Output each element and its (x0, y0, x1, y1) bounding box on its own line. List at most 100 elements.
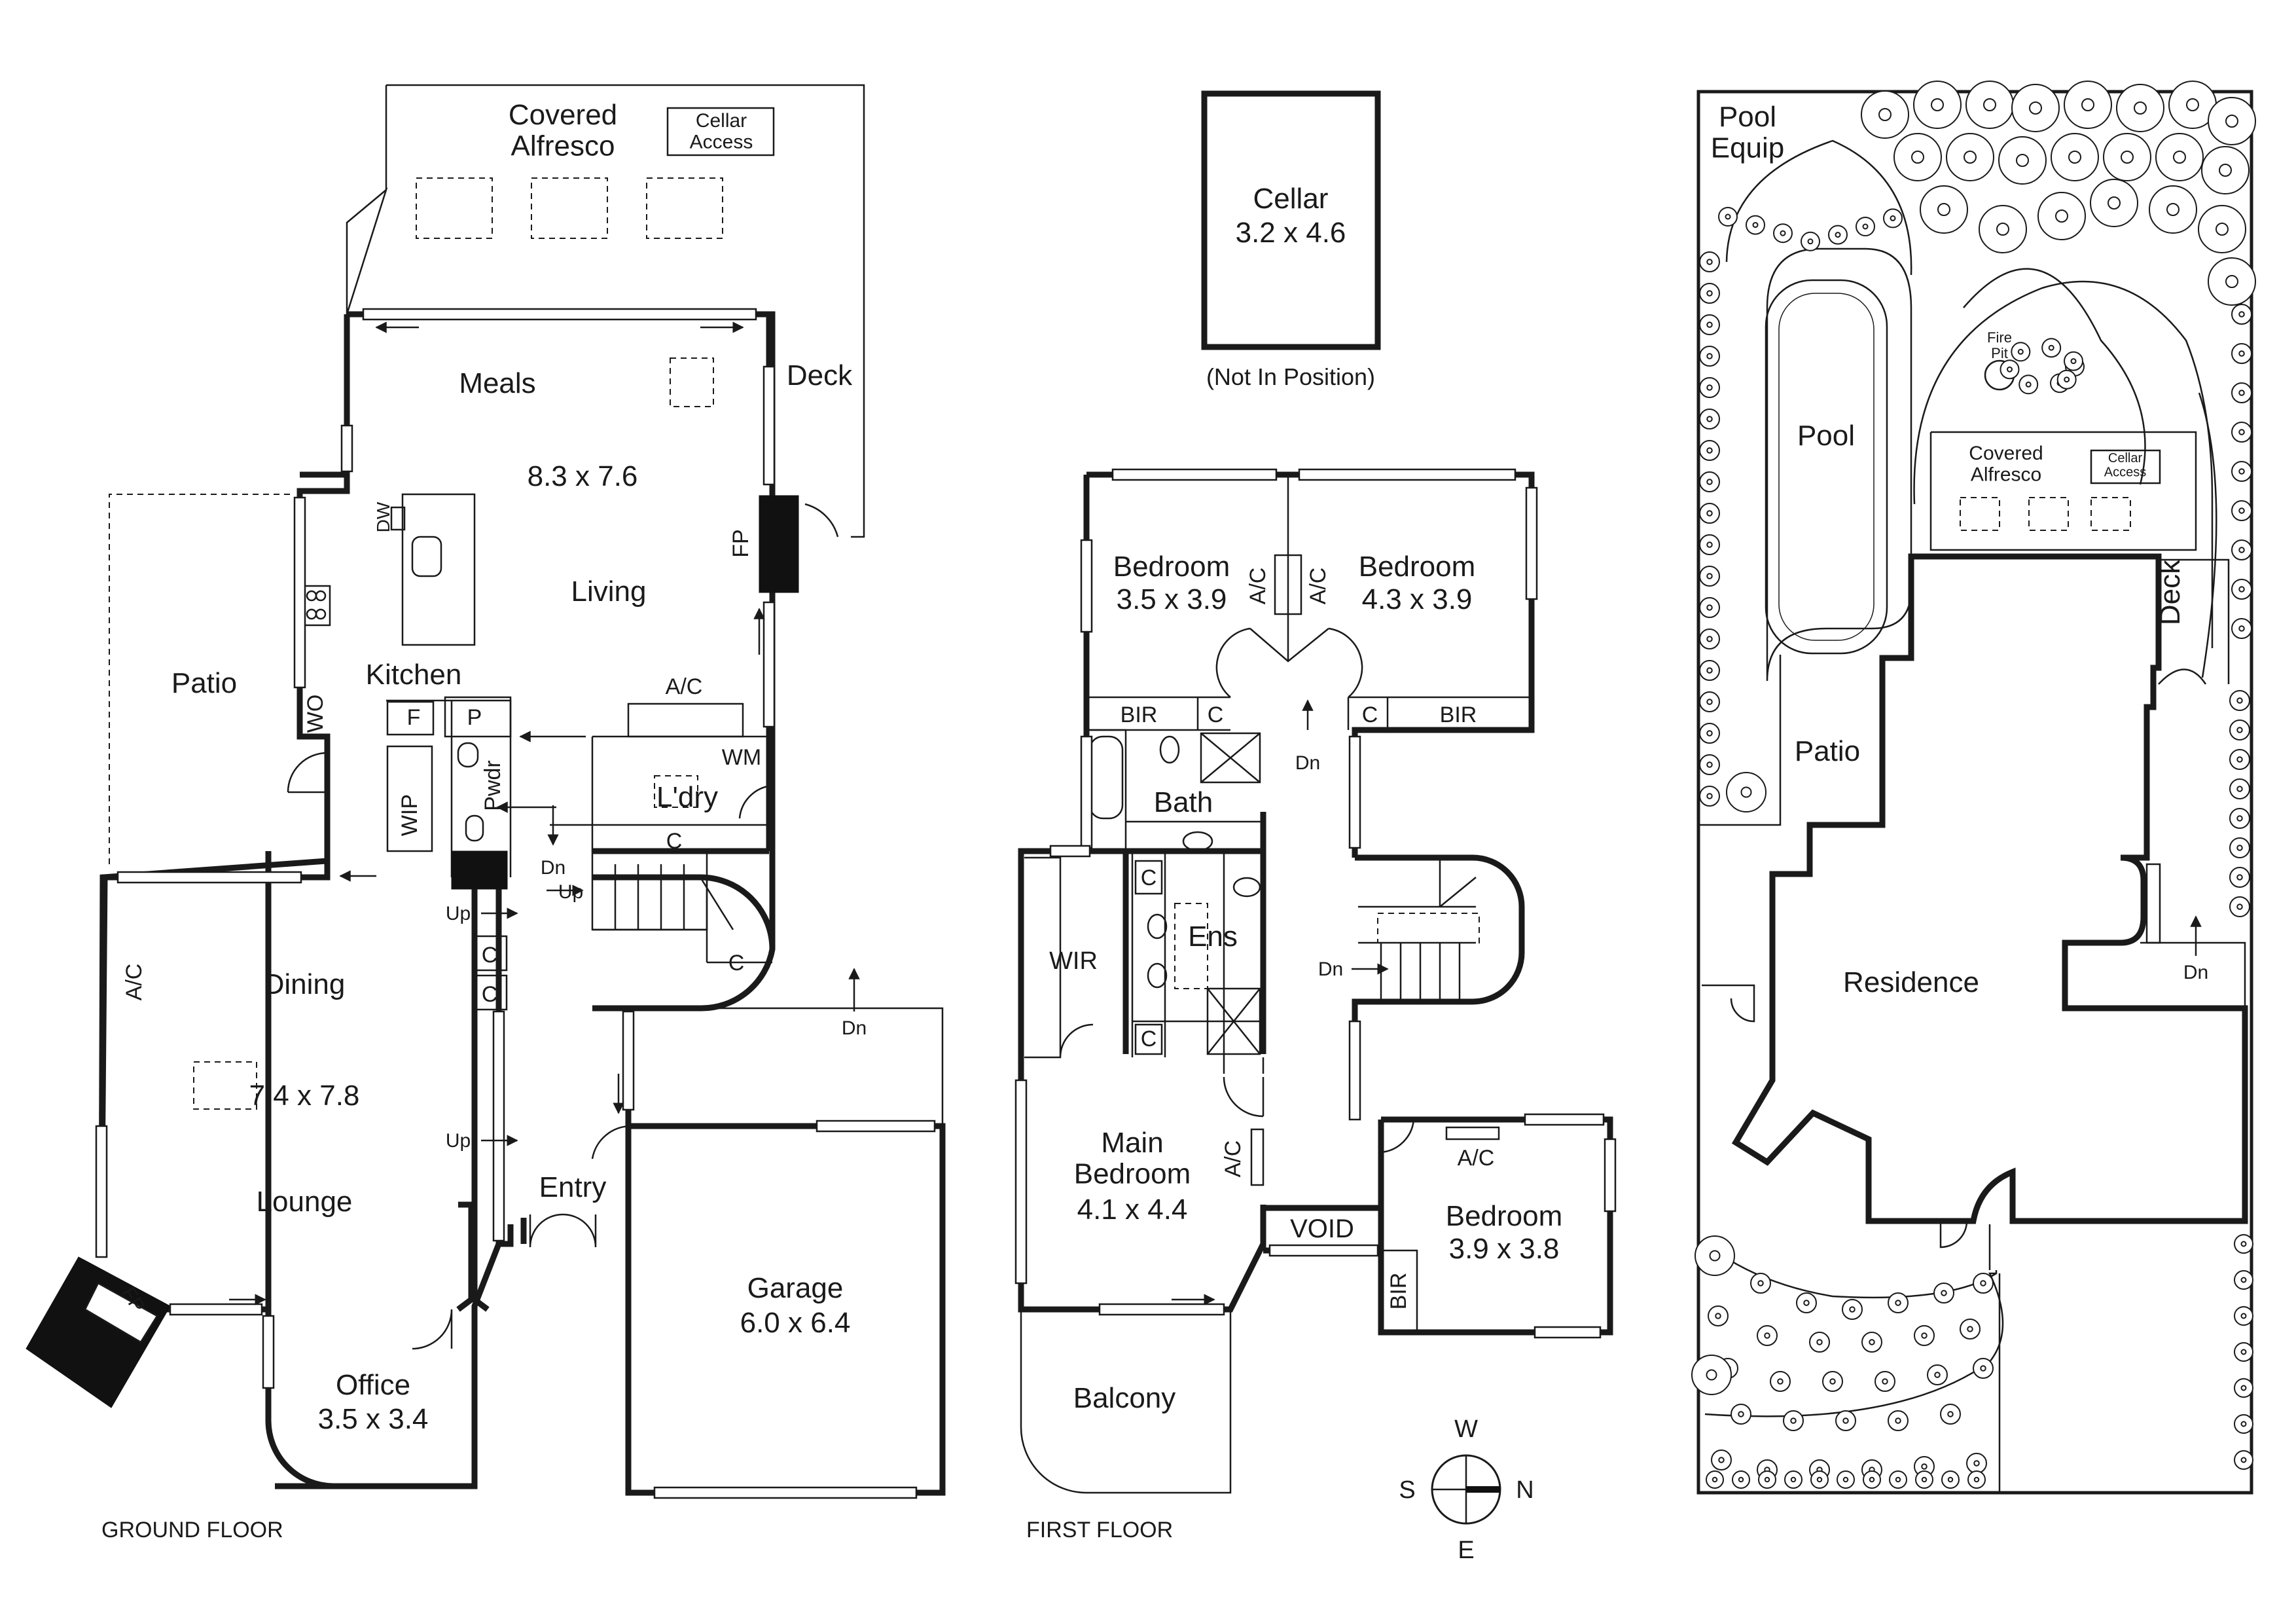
cooktop-burner-4 (315, 608, 327, 620)
pool-surround (1766, 247, 1912, 682)
ff-main-west-window (1014, 1079, 1028, 1285)
meals-label: Meals (459, 367, 535, 399)
tree-trunk-icon (2236, 756, 2243, 763)
site-patio-label: Patio (1795, 735, 1860, 767)
tree-trunk-icon (2007, 366, 2013, 373)
stair-cupboard-label: C (728, 951, 745, 976)
tree-trunk-icon (1931, 98, 1944, 111)
ff-east-bir-walls (1381, 1249, 1418, 1332)
tree-trunk-icon (1835, 232, 1841, 238)
tree-trunk-icon (2240, 1385, 2247, 1391)
meals-skylight (670, 357, 714, 407)
garden-path-3 (2198, 392, 2217, 678)
tree-trunk-icon (1947, 1476, 1954, 1483)
tree-trunk-icon (2238, 311, 2245, 318)
laundry-tub (654, 775, 698, 808)
ff-ens-basin-2 (1147, 962, 1168, 989)
tree-trunk-icon (1869, 1476, 1875, 1483)
ff-east-bedroom-label: Bedroom (1446, 1200, 1563, 1232)
cooktop-burner-2 (315, 590, 327, 602)
meals-living-dimensions: 8.3 x 7.6 (528, 460, 638, 492)
ff-balcony-label: Balcony (1073, 1382, 1176, 1414)
ff-ens-c-label-2: C (1141, 1027, 1157, 1051)
ff-east-bir-label: BIR (1386, 1273, 1411, 1310)
ff-c-left-label: C (1208, 702, 1224, 727)
deck-door-swing (804, 503, 839, 538)
site-alfresco-skylight-1 (1960, 497, 2000, 531)
living-east-window-1 (762, 365, 776, 486)
tree-trunk-icon (1706, 604, 1713, 611)
ff-ac-left-label: A/C (1246, 568, 1270, 605)
cooktop-burner-3 (306, 608, 317, 620)
powder-label: Pwdr (480, 760, 505, 811)
office-window-1 (169, 1303, 263, 1316)
island-sink (411, 536, 442, 577)
tree-trunk-icon (2236, 697, 2243, 704)
tree-trunk-icon (2240, 1313, 2247, 1319)
tree-trunk-icon (2240, 1457, 2247, 1463)
ff-ens-label: Ens (1188, 921, 1238, 953)
ff-ens-vanity (1174, 903, 1208, 989)
tree-trunk-icon (1803, 1300, 1810, 1306)
dining-lounge-dimensions: 7.4 x 7.8 (249, 1080, 360, 1112)
gf-stair-box (591, 850, 708, 931)
tree-trunk-icon (2238, 625, 2245, 632)
ff-bed2-north-window (1111, 468, 1278, 481)
kitchen-island (401, 493, 476, 646)
tree-trunk-icon (1706, 353, 1713, 359)
powder-chimney-block (451, 850, 508, 890)
tree-trunk-icon (2134, 101, 2147, 115)
tree-trunk-icon (1807, 238, 1814, 245)
tree-trunk-icon (1706, 573, 1713, 579)
dishwasher-label: DW (373, 501, 393, 532)
tree-trunk-icon (1862, 223, 1869, 230)
tree-trunk-icon (2238, 350, 2245, 357)
stair-up-label-1: Up (558, 881, 583, 903)
ff-east-ac-box (1445, 1126, 1500, 1140)
tree-trunk-icon (1715, 1313, 1721, 1319)
tree-trunk-icon (1706, 1369, 1717, 1381)
tree-trunk-icon (2240, 1277, 2247, 1283)
ff-stair-skylight (1377, 913, 1480, 943)
cooktop (301, 585, 331, 627)
tree-trunk-icon (1777, 1378, 1784, 1385)
site-plan (1691, 81, 2256, 1495)
gf-stair-treads (592, 864, 772, 964)
garage-label: Garage (747, 1272, 844, 1304)
alfresco-skylight-1 (416, 177, 493, 239)
site-dn-label: Dn (2183, 962, 2208, 983)
tree-trunk-icon (1849, 1306, 1856, 1313)
tree-trunk-icon (1842, 1417, 1849, 1424)
tree-trunk-icon (1757, 1280, 1764, 1286)
tree-trunk-icon (1706, 541, 1713, 548)
tree-trunk-icon (1921, 1463, 1928, 1470)
tree-trunk-icon (2016, 154, 2029, 167)
ff-bir-right-label: BIR (1440, 702, 1477, 727)
cellar-plan: Cellar 3.2 x 4.6 (Not In Position) (1201, 90, 1381, 390)
tree-trunk-icon (1790, 1417, 1797, 1424)
tree-trunk-icon (2236, 786, 2243, 792)
tree-trunk-icon (2064, 376, 2070, 383)
office-door (412, 1309, 453, 1350)
ff-hall-arcs (1215, 627, 1363, 698)
tree-trunk-icon (1911, 151, 1924, 164)
tree-trunk-icon (2070, 358, 2077, 365)
residence-footprint (1731, 553, 2248, 1224)
tree-trunk-icon (1725, 213, 1731, 220)
ff-east-bedroom-door (1380, 1119, 1415, 1154)
tree-trunk-icon (1895, 1417, 1901, 1424)
tree-trunk-icon (2225, 275, 2238, 288)
tree-trunk-icon (1706, 667, 1713, 674)
tree-trunk-icon (1709, 1250, 1721, 1262)
cupboard-p (444, 696, 512, 738)
ff-hall-dn-label: Dn (1295, 752, 1320, 774)
tree-trunk-icon (2238, 586, 2245, 593)
garage-door (653, 1486, 918, 1499)
tree-trunk-icon (1790, 1476, 1797, 1483)
tree-trunk-icon (2236, 727, 2243, 733)
covered-alfresco-outline (346, 84, 865, 538)
